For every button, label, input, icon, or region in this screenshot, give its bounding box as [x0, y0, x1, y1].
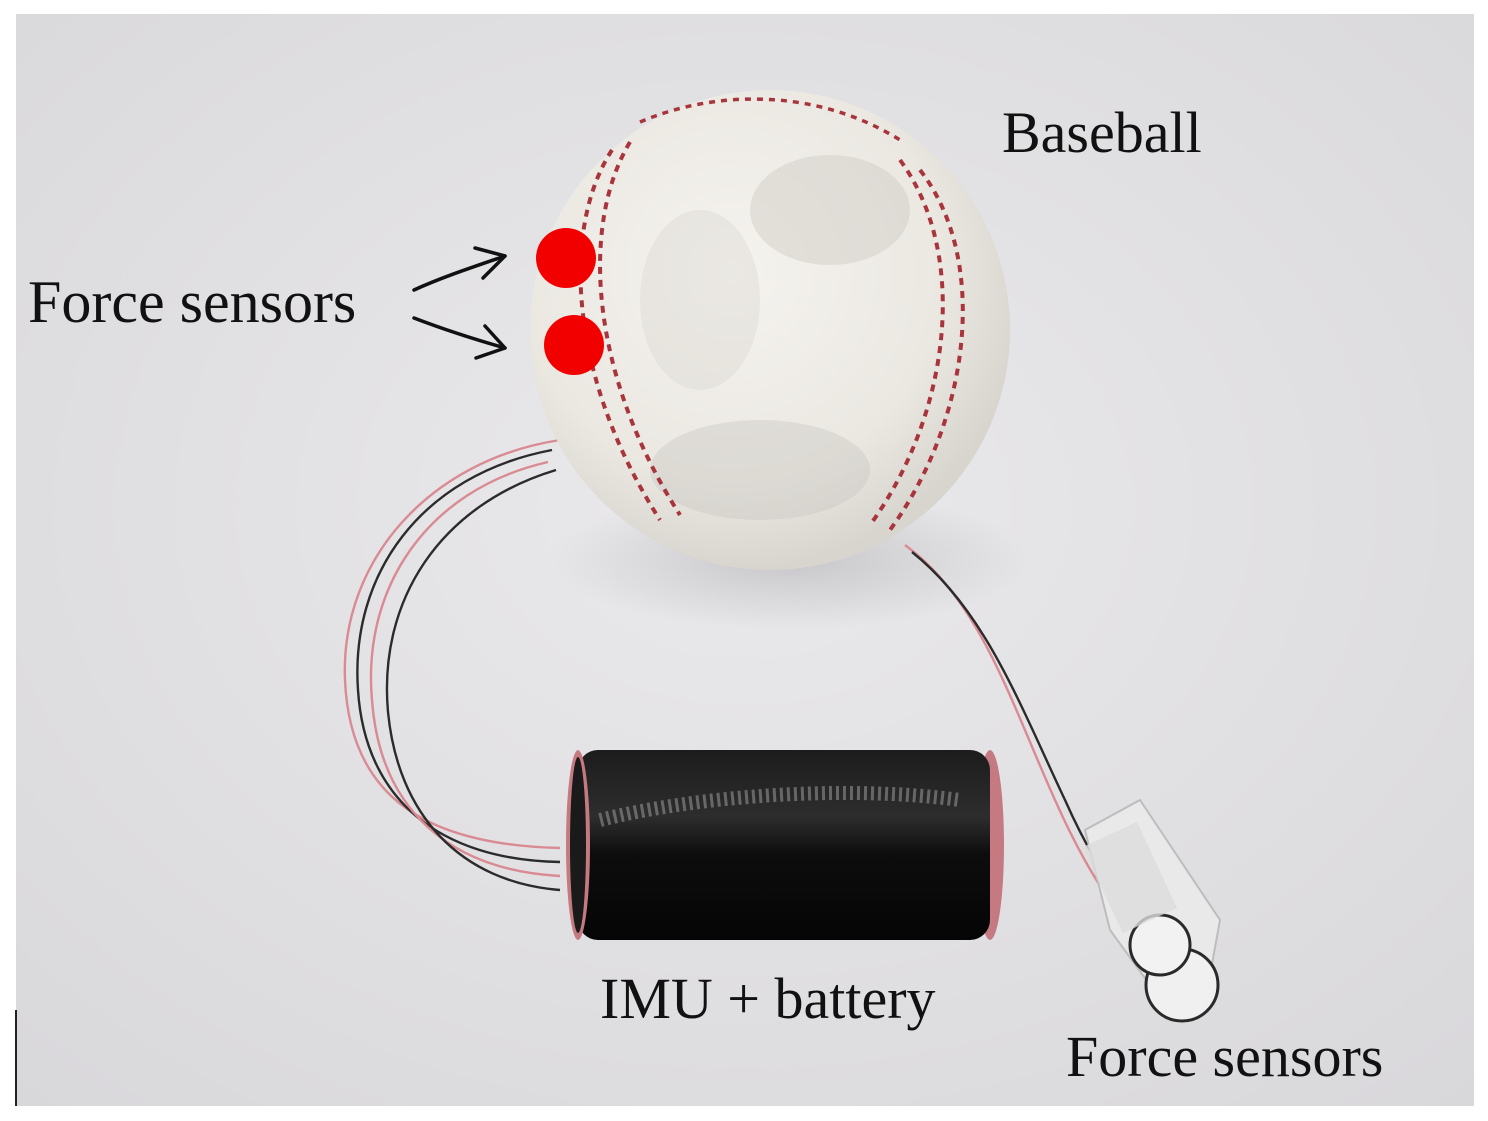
force-sensors-label-left: Force sensors: [28, 269, 357, 335]
imu-battery-label: IMU + battery: [600, 966, 936, 1031]
force-sensor-marker-bottom: [544, 315, 604, 375]
force-sensor-marker-top: [536, 228, 596, 288]
force-sensor-film: [1082, 798, 1222, 1023]
imu-battery-device: [566, 750, 1004, 940]
baseball: [530, 90, 1010, 570]
arrow-icon: [412, 246, 507, 360]
sensor-wires: [343, 438, 1121, 901]
baseball-label: Baseball: [1002, 100, 1202, 165]
force-sensors-label-bottom: Force sensors: [1066, 1024, 1384, 1089]
